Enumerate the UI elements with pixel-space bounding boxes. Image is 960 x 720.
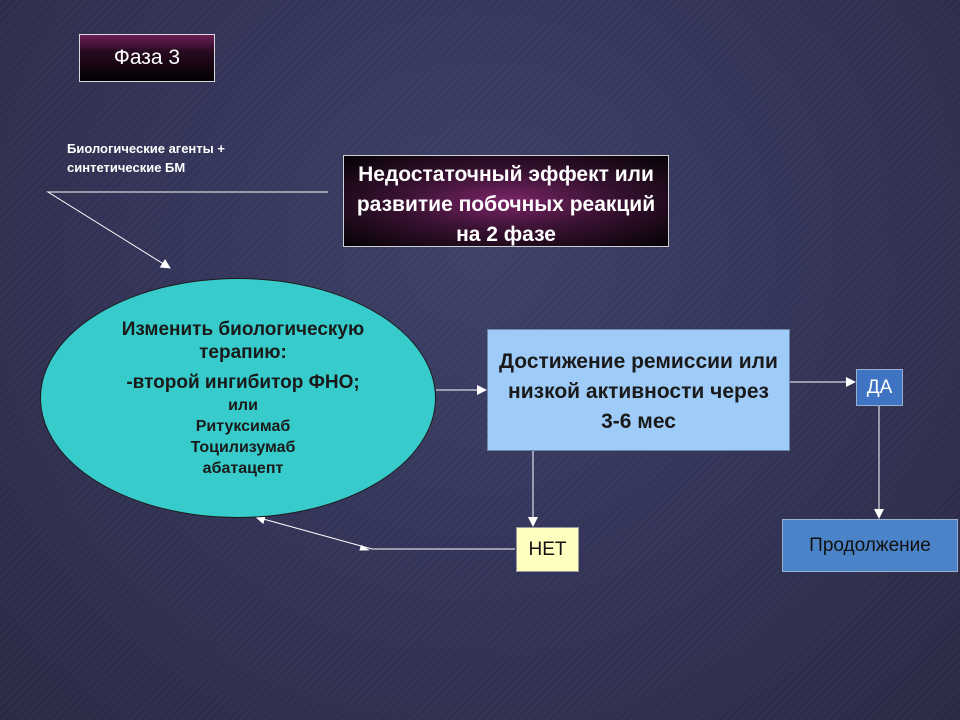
- agents-caption: Биологические агенты + синтетические БМ: [67, 139, 327, 177]
- phase-label-box: Фаза 3: [79, 34, 215, 82]
- yes-box: ДА: [856, 369, 903, 406]
- change-therapy-line-6: Тоцилизумаб: [190, 439, 296, 456]
- remission-box: Достижение ремиссии или низкой активност…: [487, 329, 790, 451]
- agents-caption-line-1: Биологические агенты +: [67, 141, 225, 156]
- continue-label: Продолжение: [809, 534, 931, 556]
- yes-label: ДА: [866, 376, 893, 398]
- change-therapy-ellipse: [40, 278, 436, 518]
- change-therapy-line-2: терапию:: [199, 342, 287, 363]
- agents-caption-line-2: синтетические БМ: [67, 160, 186, 175]
- arrow-no-to-ellipse: [255, 514, 515, 550]
- arrow-insufficient-to-ellipse: [46, 191, 328, 269]
- no-label: НЕТ: [528, 538, 567, 560]
- change-therapy-line-3: -второй ингибитор ФНО;: [126, 372, 360, 393]
- change-therapy-line-5: Ритуксимаб: [195, 418, 291, 435]
- change-therapy-line-4: или: [228, 397, 258, 414]
- arrow-midpoint-marker: [359, 544, 370, 551]
- change-therapy-line-1: Изменить биологическую: [121, 319, 365, 340]
- change-therapy-text: Изменить биологическую терапию: -второй …: [90, 318, 396, 479]
- no-box: НЕТ: [516, 527, 579, 572]
- change-therapy-line-7: абатацепт: [202, 460, 284, 477]
- phase-label: Фаза 3: [113, 46, 181, 69]
- insufficient-effect-box: Недостаточный эффект или развитие побочн…: [343, 155, 669, 247]
- continue-box: Продолжение: [782, 519, 958, 572]
